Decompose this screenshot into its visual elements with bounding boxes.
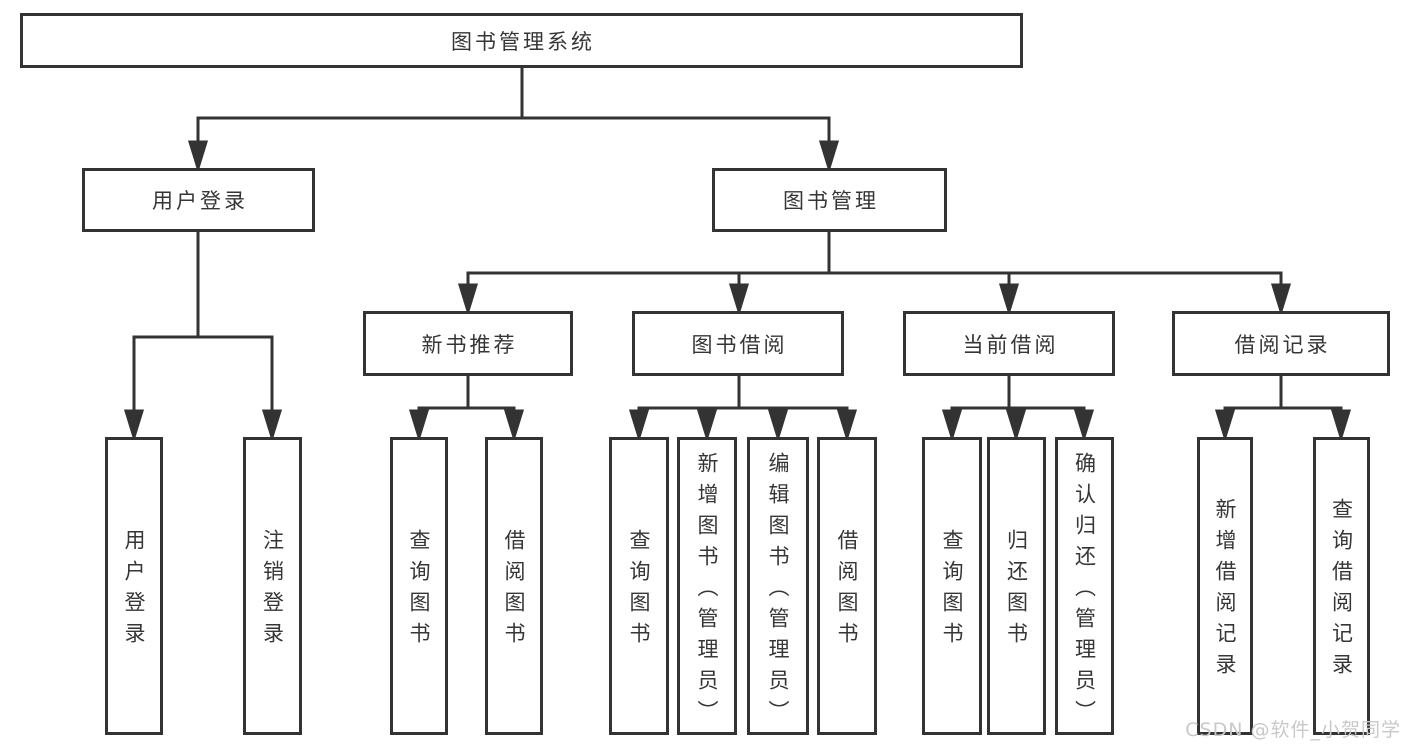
leaf-borrow-books-borrowing-label: 借阅图书	[835, 529, 859, 653]
leaf-edit-books-admin-label: 编辑图书（管理员）	[766, 451, 790, 731]
leaf-query-borrow-record-label: 查询借阅记录	[1329, 498, 1354, 684]
node-user-login: 用户登录	[82, 168, 315, 232]
node-new-book-recommend-label: 新书推荐	[421, 332, 518, 357]
leaf-confirm-return-admin-label: 确认归还（管理员）	[1072, 451, 1097, 731]
leaf-return-books: 归还图书	[987, 437, 1046, 735]
node-book-borrowing: 图书借阅	[632, 311, 844, 376]
leaf-borrow-books-newbook-label: 借阅图书	[502, 529, 526, 653]
leaf-add-borrow-record-label: 新增借阅记录	[1213, 498, 1237, 684]
node-current-borrowing-label: 当前借阅	[962, 332, 1059, 357]
leaf-logout: 注销登录	[243, 437, 302, 735]
leaf-confirm-return-admin: 确认归还（管理员）	[1055, 437, 1114, 735]
leaf-query-books-borrowing: 查询图书	[609, 437, 669, 735]
leaf-query-books-newbook-label: 查询图书	[407, 529, 431, 653]
leaf-query-books-current-label: 查询图书	[940, 529, 964, 653]
node-book-borrowing-label: 图书借阅	[691, 332, 788, 357]
leaf-query-books-current: 查询图书	[922, 437, 982, 735]
leaf-query-books-newbook: 查询图书	[390, 437, 448, 735]
watermark-csdn: CSDN @软件_小贺同学	[1185, 719, 1401, 741]
leaf-borrow-books-borrowing: 借阅图书	[817, 437, 877, 735]
leaf-add-books-admin-label: 新增图书（管理员）	[695, 451, 719, 731]
node-library-system: 图书管理系统	[20, 13, 1023, 68]
leaf-user-login: 用户登录	[105, 437, 163, 735]
leaf-query-borrow-record: 查询借阅记录	[1313, 437, 1370, 735]
leaf-borrow-books-newbook: 借阅图书	[485, 437, 543, 735]
leaf-add-borrow-record: 新增借阅记录	[1197, 437, 1253, 735]
leaf-query-books-borrowing-label: 查询图书	[627, 529, 651, 653]
node-borrowing-records: 借阅记录	[1172, 311, 1390, 376]
node-book-management-label: 图书管理	[783, 189, 879, 213]
leaf-logout-label: 注销登录	[260, 529, 285, 653]
leaf-edit-books-admin: 编辑图书（管理员）	[747, 437, 809, 735]
node-user-login-label: 用户登录	[152, 189, 248, 213]
node-borrowing-records-label: 借阅记录	[1234, 332, 1331, 357]
node-book-management: 图书管理	[712, 168, 947, 232]
leaf-add-books-admin: 新增图书（管理员）	[677, 437, 737, 735]
leaf-return-books-label: 归还图书	[1004, 529, 1029, 653]
leaf-user-login-label: 用户登录	[122, 529, 146, 653]
node-current-borrowing: 当前借阅	[903, 311, 1115, 376]
node-library-system-label: 图书管理系统	[451, 29, 595, 54]
node-new-book-recommend: 新书推荐	[363, 311, 573, 376]
